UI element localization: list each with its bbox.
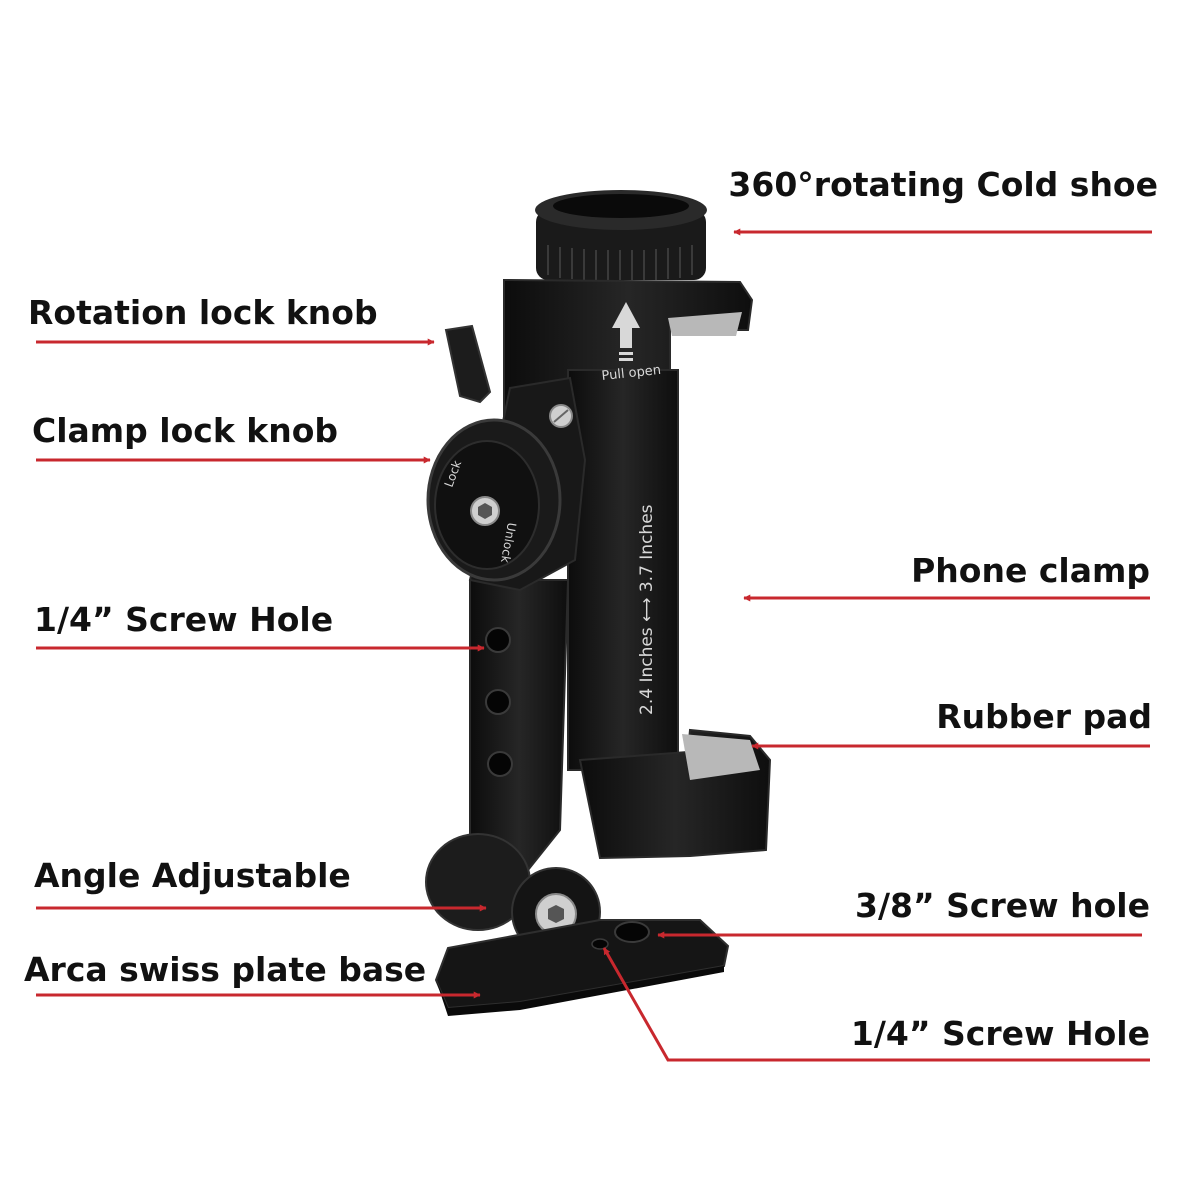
- arrow-screw-hole-bottom: [602, 947, 1150, 1062]
- label-phone-clamp: Phone clamp: [911, 551, 1150, 590]
- phone-mount-illustration: Pull open 2.4 Inches ⟷ 3.7 Inches Lock U…: [425, 190, 772, 1016]
- pull-open-arrow-icon: [612, 302, 640, 361]
- callout-arrows: [36, 228, 1152, 1062]
- unlock-engraving: Unlock: [498, 521, 519, 563]
- label-cold-shoe: 360°rotating Cold shoe: [728, 165, 1158, 204]
- clamp-body: [567, 369, 679, 771]
- label-rubber-pad: Rubber pad: [936, 697, 1152, 736]
- arm-screw-holes: [485, 627, 513, 777]
- size-range-engraving: 2.4 Inches ⟷ 3.7 Inches: [637, 504, 657, 715]
- label-clamp-lock-knob: Clamp lock knob: [32, 411, 339, 450]
- bottom-rubber-pad: [682, 734, 760, 780]
- label-angle-adjustable: Angle Adjustable: [34, 856, 351, 895]
- top-rubber-pad: [668, 312, 742, 336]
- arca-base-plate: [434, 919, 730, 1016]
- clamp-lock-knob: Lock Unlock: [426, 418, 562, 582]
- cold-shoe: [535, 190, 707, 280]
- rotation-lock-lever: [444, 324, 492, 404]
- label-rotation-lock-knob: Rotation lock knob: [28, 293, 378, 332]
- adjustable-arm: [469, 579, 570, 882]
- label-screw-hole-left: 1/4” Screw Hole: [34, 600, 334, 639]
- label-screw-hole-38: 3/8” Screw hole: [855, 886, 1150, 925]
- label-arca-swiss-base: Arca swiss plate base: [24, 950, 427, 989]
- label-screw-hole-bottom: 1/4” Screw Hole: [850, 1014, 1150, 1053]
- pull-open-engraving: Pull open: [601, 363, 662, 384]
